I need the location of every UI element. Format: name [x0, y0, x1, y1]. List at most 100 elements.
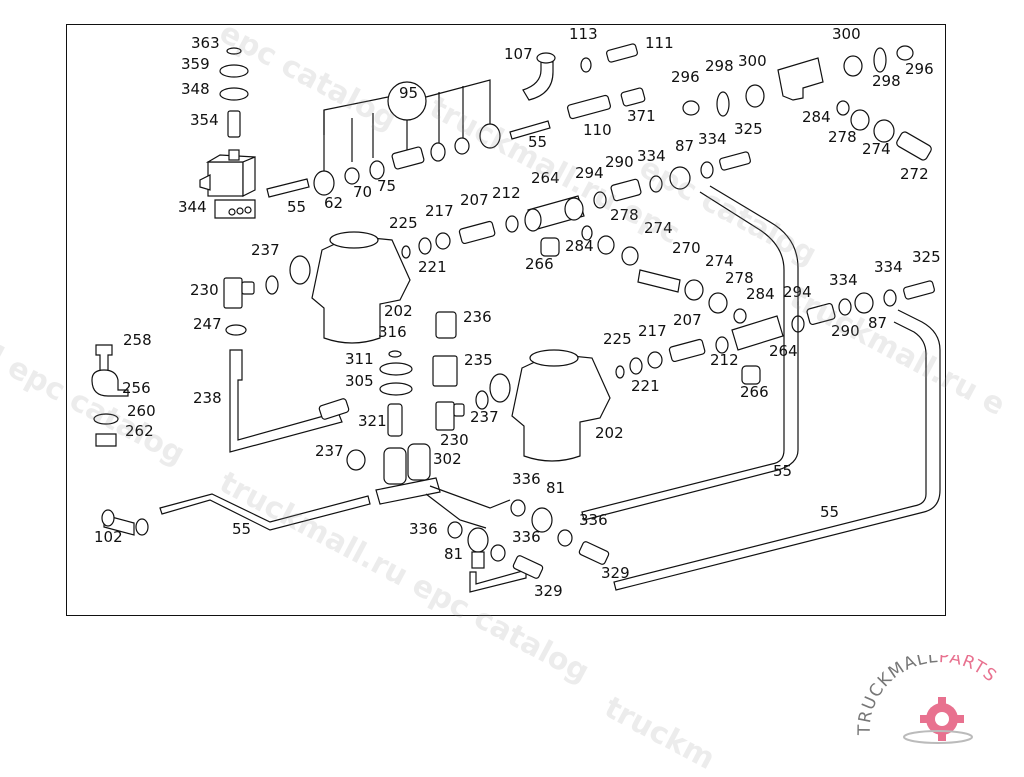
- part-label-278: 278: [725, 269, 754, 287]
- part-label-294: 294: [783, 283, 812, 301]
- part-label-264: 264: [531, 169, 560, 187]
- part-label-225: 225: [603, 330, 632, 348]
- part-label-75: 75: [377, 177, 397, 195]
- part-label-225: 225: [389, 214, 418, 232]
- kit-95-bracket: [323, 79, 491, 172]
- part-label-334: 334: [874, 258, 903, 276]
- part-label-300: 300: [738, 52, 767, 70]
- part-label-321: 321: [358, 412, 387, 430]
- part-label-354: 354: [190, 111, 219, 129]
- part-label-334: 334: [698, 130, 727, 148]
- part-label-298: 298: [872, 72, 901, 90]
- part-label-237: 237: [251, 241, 280, 259]
- part-label-111: 111: [645, 34, 674, 52]
- part-label-107: 107: [504, 45, 533, 63]
- part-label-274: 274: [644, 219, 673, 237]
- part-label-363: 363: [191, 34, 220, 52]
- part-label-260: 260: [127, 402, 156, 420]
- part-label-212: 212: [492, 184, 521, 202]
- part-label-325: 325: [734, 120, 763, 138]
- relay-valve-202-upper: [289, 231, 411, 344]
- part-label-262: 262: [125, 422, 154, 440]
- part-label-87: 87: [868, 314, 888, 332]
- part-label-278: 278: [828, 128, 857, 146]
- part-label-87: 87: [675, 137, 695, 155]
- solenoid-block-302: [375, 443, 441, 505]
- part-label-329: 329: [601, 564, 630, 582]
- part-label-311: 311: [345, 350, 374, 368]
- part-label-300: 300: [832, 25, 861, 43]
- part-label-102: 102: [94, 528, 123, 546]
- part-label-258: 258: [123, 331, 152, 349]
- part-label-334: 334: [637, 147, 666, 165]
- logo-text-main: TRUCKMALL: [855, 655, 939, 736]
- part-label-298: 298: [705, 57, 734, 75]
- part-label-336: 336: [512, 470, 541, 488]
- part-label-264: 264: [769, 342, 798, 360]
- part-label-278: 278: [610, 206, 639, 224]
- parts-diagram: [91, 43, 941, 593]
- part-label-348: 348: [181, 80, 210, 98]
- part-label-296: 296: [671, 68, 700, 86]
- part-label-270: 270: [672, 239, 701, 257]
- relay-valve-202-lower: [489, 349, 611, 462]
- part-label-294: 294: [575, 164, 604, 182]
- part-label-272: 272: [900, 165, 929, 183]
- part-label-325: 325: [912, 248, 941, 266]
- part-label-207: 207: [460, 191, 489, 209]
- part-label-81: 81: [444, 545, 464, 563]
- part-label-266: 266: [525, 255, 554, 273]
- gear-icon: [903, 697, 973, 744]
- part-label-334: 334: [829, 271, 858, 289]
- part-label-62: 62: [324, 194, 344, 212]
- part-label-217: 217: [425, 202, 454, 220]
- part-label-202: 202: [595, 424, 624, 442]
- logo-text-accent: PARTS: [938, 655, 1000, 687]
- part-label-237: 237: [470, 408, 499, 426]
- part-label-238: 238: [193, 389, 222, 407]
- part-label-284: 284: [802, 108, 831, 126]
- part-label-110: 110: [583, 121, 612, 139]
- part-label-336: 336: [512, 528, 541, 546]
- part-label-113: 113: [569, 25, 598, 43]
- solenoid-valve-344: [199, 47, 256, 219]
- part-label-55: 55: [232, 520, 252, 538]
- part-label-237: 237: [315, 442, 344, 460]
- part-label-284: 284: [746, 285, 775, 303]
- part-label-247: 247: [193, 315, 222, 333]
- part-label-230: 230: [190, 281, 219, 299]
- part-label-359: 359: [181, 55, 210, 73]
- part-label-55: 55: [528, 133, 548, 151]
- part-label-336: 336: [409, 520, 438, 538]
- part-label-302: 302: [433, 450, 462, 468]
- truckmall-parts-logo: TRUCKMALLPARTS: [855, 655, 1000, 744]
- part-label-290: 290: [605, 153, 634, 171]
- part-label-202: 202: [384, 302, 413, 320]
- part-label-55: 55: [773, 462, 793, 480]
- part-label-207: 207: [673, 311, 702, 329]
- part-label-55: 55: [287, 198, 307, 216]
- part-label-81: 81: [546, 479, 566, 497]
- kit-95-fittings: [313, 123, 501, 196]
- part-label-329: 329: [534, 582, 563, 600]
- part-label-290: 290: [831, 322, 860, 340]
- part-label-266: 266: [740, 383, 769, 401]
- part-label-344: 344: [178, 198, 207, 216]
- part-label-274: 274: [705, 252, 734, 270]
- part-label-70: 70: [353, 183, 373, 201]
- part-label-274: 274: [862, 140, 891, 158]
- part-label-284: 284: [565, 237, 594, 255]
- part-label-217: 217: [638, 322, 667, 340]
- part-label-336: 336: [579, 511, 608, 529]
- part-label-316: 316: [378, 323, 407, 341]
- part-label-230: 230: [440, 431, 469, 449]
- part-label-221: 221: [418, 258, 447, 276]
- part-label-221: 221: [631, 377, 660, 395]
- part-label-256: 256: [122, 379, 151, 397]
- part-label-95: 95: [399, 84, 419, 102]
- part-label-305: 305: [345, 372, 374, 390]
- part-label-212: 212: [710, 351, 739, 369]
- part-label-235: 235: [464, 351, 493, 369]
- part-label-296: 296: [905, 60, 934, 78]
- part-label-371: 371: [627, 107, 656, 125]
